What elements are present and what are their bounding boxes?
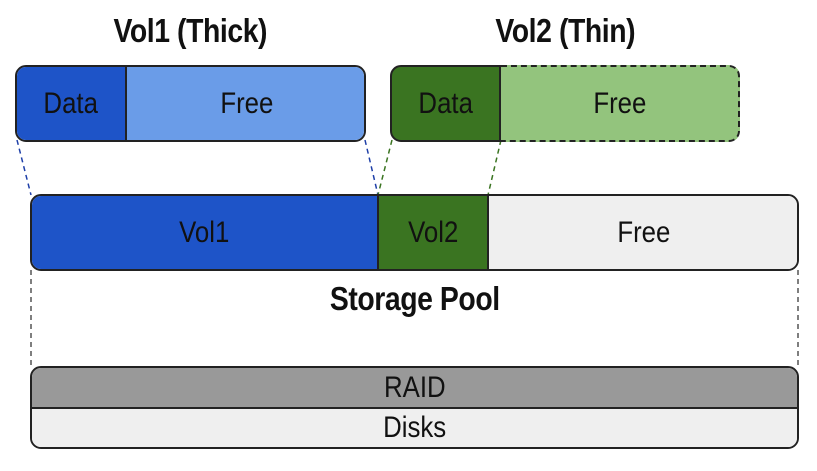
storage-pool-title: Storage Pool (329, 280, 500, 317)
pool-free-segment: Free (489, 196, 797, 269)
thick-volume-bar: Data Free (15, 65, 366, 142)
raid-layer: RAID (32, 368, 797, 409)
thick-data-segment: Data (17, 67, 127, 140)
raid-disks-stack: RAID Disks (30, 366, 799, 449)
storage-pool-bar: Vol1 Vol2 Free (30, 194, 799, 271)
thin-volume-bar: Data Free (390, 65, 740, 142)
thick-free-segment: Free (127, 67, 364, 140)
thick-connector-left (16, 139, 32, 196)
pool-vol2-segment: Vol2 (379, 196, 489, 269)
thin-connector-right (487, 139, 502, 196)
pool-vol1-segment: Vol1 (32, 196, 379, 269)
thin-connector-left (377, 139, 393, 196)
thick-volume-title: Vol1 (Thick) (113, 12, 267, 49)
thin-free-segment: Free (501, 65, 740, 142)
thin-data-segment: Data (390, 65, 501, 142)
thick-connector-right (364, 139, 379, 196)
thin-volume-title: Vol2 (Thin) (495, 12, 635, 49)
disks-layer: Disks (32, 409, 797, 447)
